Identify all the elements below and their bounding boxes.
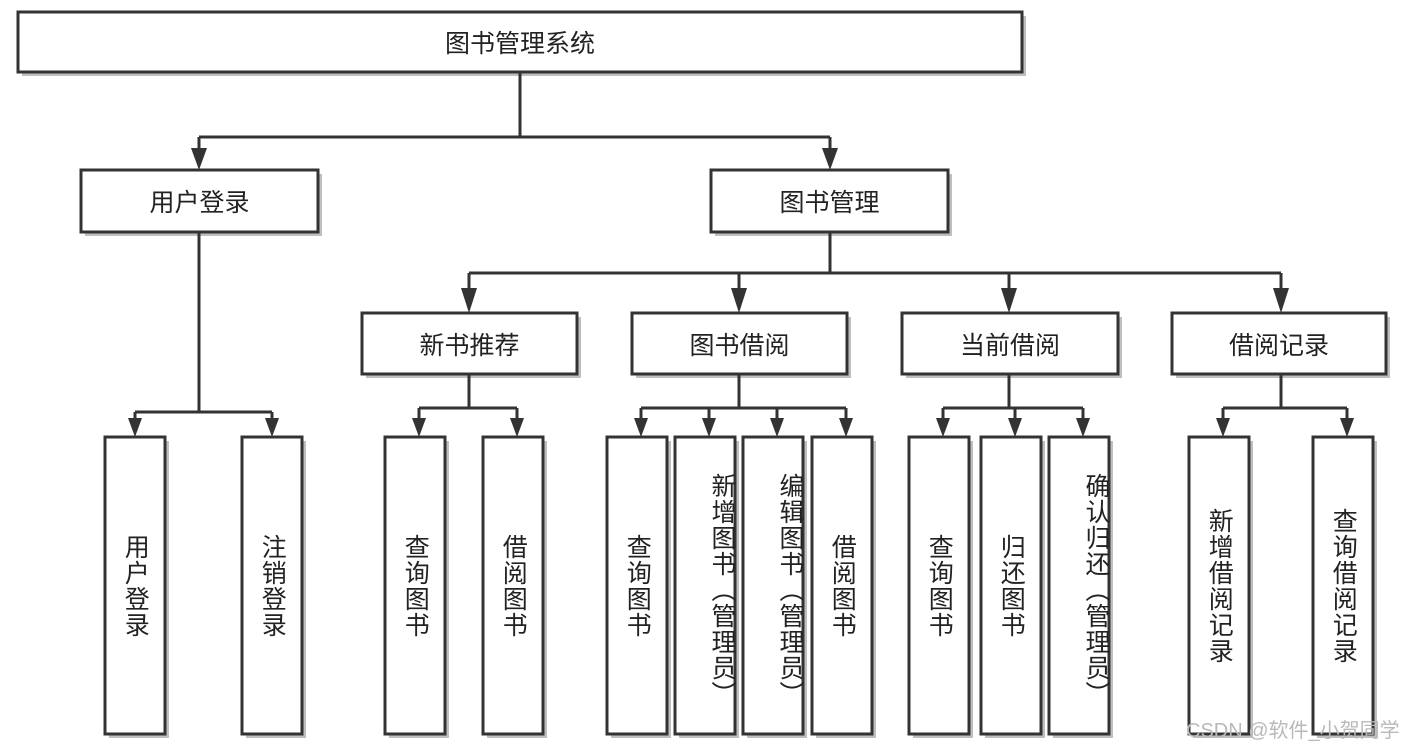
node-current-borrow-rect[interactable] bbox=[900, 311, 1120, 376]
node-book-borrow-rect[interactable] bbox=[630, 311, 849, 376]
node-book-management-rect[interactable] bbox=[709, 168, 950, 234]
node-borrow-record-rect[interactable] bbox=[1170, 311, 1388, 376]
node-new-book-recommend-rect[interactable] bbox=[360, 311, 579, 376]
node-root-rect[interactable] bbox=[16, 10, 1024, 74]
arrowheads bbox=[128, 148, 1354, 437]
leaf-rects[interactable] bbox=[103, 435, 1375, 736]
node-user-login-rect[interactable] bbox=[79, 168, 320, 234]
edges bbox=[133, 72, 1349, 421]
